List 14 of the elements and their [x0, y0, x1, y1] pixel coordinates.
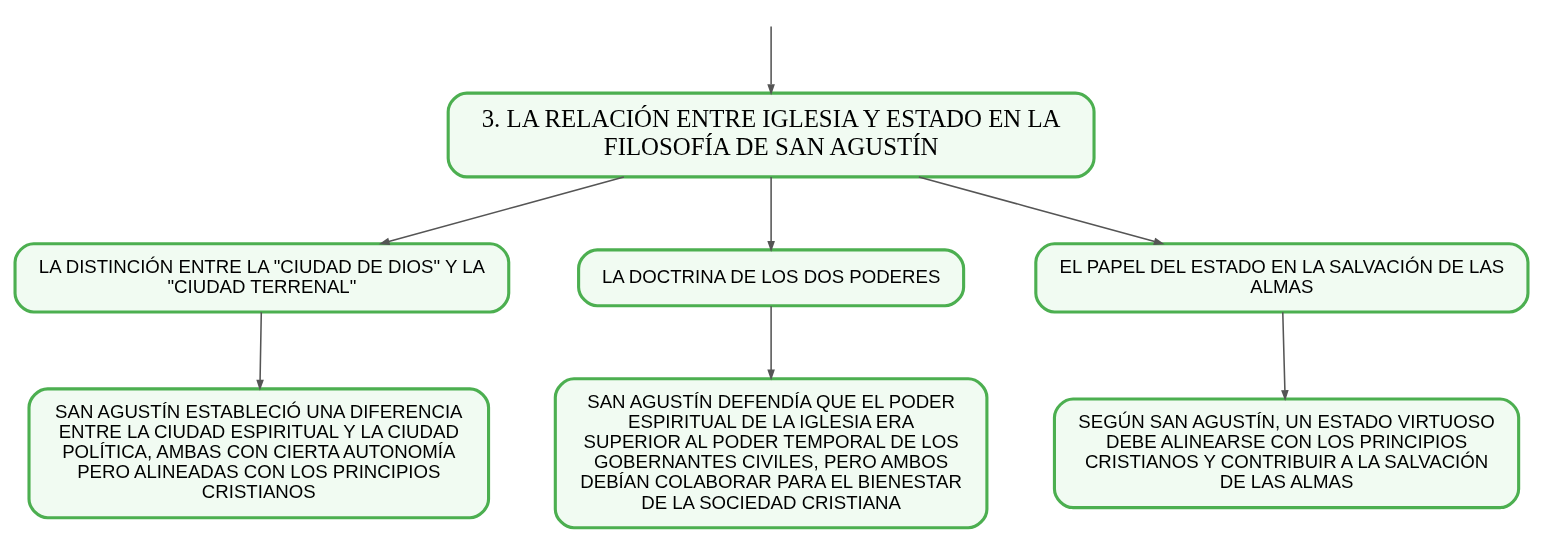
arrow	[918, 175, 1165, 245]
arrow	[256, 310, 264, 391]
node-box: LA DISTINCIÓN ENTRE LA "CIUDAD DE DIOS" Y LA "CIUDAD TERRENAL"	[13, 241, 511, 314]
node-box: SEGÚN SAN AGUSTÍN, UN ESTADO VIRTUOSO DEBE ALINEARSE CON LOS PRINCIPIOS CRISTIANOS Y CONTRIBUIR A LA SALVACIÓN DE LAS ALMAS	[1052, 396, 1521, 509]
node-box: LA DOCTRINA DE LOS DOS PODERES	[577, 247, 966, 307]
node-box: EL PAPEL DEL ESTADO EN LA SALVACIÓN DE LAS ALMAS	[1034, 241, 1530, 314]
node-box: SAN AGUSTÍN ESTABLECIÓ UNA DIFERENCIA ENTRE LA CIUDAD ESPIRITUAL Y LA CIUDAD POLÍTICA, AMBAS CON CIERTA AUTONOMÍA PERO ALINEADAS CON LOS PRINCIPIOS CRISTIANOS	[27, 386, 491, 519]
arrow	[767, 175, 775, 252]
node-box: SAN AGUSTÍN DEFENDÍA QUE EL PODER ESPIRITUAL DE LA IGLESIA ERA SUPERIOR AL PODER TEMPORAL DE LOS GOBERNANTES CIVILES, PERO AMBOS DEBÍAN COLABORAR PARA EL BIENESTAR DE LA SOCIEDAD CRISTIANA	[553, 376, 989, 529]
node-box: 3. LA RELACIÓN ENTRE IGLESIA Y ESTADO EN LA FILOSOFÍA DE SAN AGUSTÍN	[446, 91, 1096, 178]
arrow	[767, 305, 775, 380]
arrow	[1281, 310, 1289, 401]
arrow	[767, 25, 775, 95]
arrow	[378, 175, 625, 245]
